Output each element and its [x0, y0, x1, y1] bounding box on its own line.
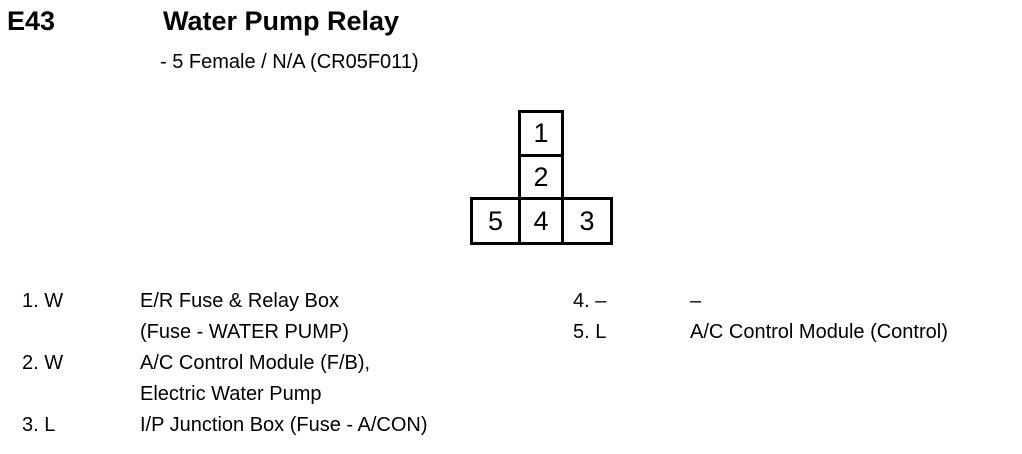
- pin-description: A/C Control Module (F/B),: [140, 352, 371, 374]
- connector-face-diagram: 1 2 5 4 3: [470, 110, 613, 245]
- pin-description: (Fuse - WATER PUMP): [140, 321, 349, 343]
- connector-subtitle: - 5 Female / N/A (CR05F011): [160, 51, 419, 73]
- pin-label: 1. W: [22, 290, 64, 312]
- pin-description: Electric Water Pump: [140, 383, 322, 405]
- pin-description: –: [690, 290, 702, 312]
- pin-description: A/C Control Module (Control): [690, 321, 948, 343]
- pin-label: 4. –: [573, 290, 607, 312]
- connector-code: E43: [7, 6, 56, 36]
- pin-label: 3. L: [22, 414, 56, 436]
- pin-cell-3: 3: [561, 197, 613, 245]
- pin-description: E/R Fuse & Relay Box: [140, 290, 339, 312]
- pin-cell-2: 2: [518, 154, 564, 200]
- pin-cell-5: 5: [470, 197, 521, 245]
- pin-cell-4: 4: [518, 197, 564, 245]
- pin-label: 2. W: [22, 352, 64, 374]
- pin-label: 5. L: [573, 321, 607, 343]
- pin-description: I/P Junction Box (Fuse - A/CON): [140, 414, 428, 436]
- connector-title: Water Pump Relay: [163, 6, 400, 36]
- pin-cell-1: 1: [518, 110, 564, 157]
